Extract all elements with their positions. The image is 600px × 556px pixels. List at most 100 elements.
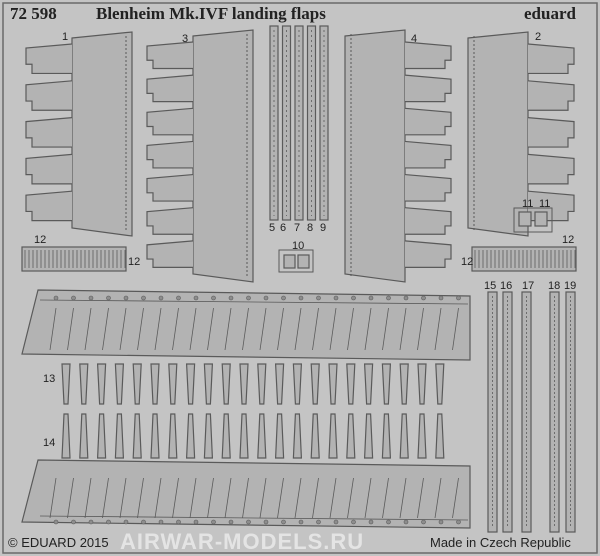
flap-part-14-hole [228,519,234,525]
flap-part-14-rib [172,477,179,519]
strip-part-8 [306,25,317,221]
flap-part-4-rib [404,41,452,70]
flap-part-14-rib [207,477,214,519]
flap-part-14-hole [351,519,356,525]
flap-part-13-rib [154,307,162,351]
flap-part-13-rib [347,307,354,351]
flap-part-4-rib [404,207,452,235]
set-number: 72 598 [10,4,57,23]
flap-part-14-rivet-line [39,515,469,521]
flap-part-3-rib [146,173,194,202]
flap-part-13-rib [434,307,442,351]
part-11-frame [513,207,553,233]
flap-part-13-tab [381,363,392,405]
flap-part-1 [25,31,133,237]
part-number-1: 1 [62,31,69,43]
strip-part-5 [269,25,279,221]
flap-part-13-hole [158,295,164,301]
flap-part-14-tab [221,413,231,459]
flap-part-14-rib [417,477,424,519]
flap-part-4-body [344,29,406,283]
hinge-part-12-left [21,246,127,272]
flap-part-14-hole [106,519,111,525]
flap-part-14-rib [154,477,162,519]
flap-part-13-hole [106,295,111,301]
flap-part-14-hole [246,519,251,525]
flap-part-14-tab [96,413,107,459]
flap-part-14-rib [294,477,302,519]
watermark: AIRWAR-MODELS.RU [120,529,365,554]
flap-part-13-rib [172,307,179,351]
flap-part-14-tab [61,413,71,459]
flap-part-13-hole [351,295,356,301]
flap-part-14-hole [158,519,164,525]
part-number-14: 14 [43,437,56,449]
flap-part-14-hole [403,519,409,525]
part-10-left [283,254,296,269]
flap-part-14-hole [123,519,129,525]
flap-part-3-body [192,29,254,283]
flap-part-13-tab [310,363,320,405]
flap-part-1-body [71,31,133,237]
part-number-7: 7 [294,222,301,234]
flap-part-14-tab [381,413,392,459]
flap-part-13-hole [88,295,94,301]
flap-part-13-rib [259,307,267,351]
flap-part-13-hole [193,295,199,301]
flap-part-13-hole [246,295,251,301]
flap-part-13-rib [84,307,92,351]
flap-part-14-tab [239,413,249,459]
flap-part-13-tab [79,363,89,405]
flap-part-13-tab [292,363,303,405]
part-10-frame [278,249,314,273]
part-number-4: 4 [411,33,418,45]
flap-part-13-hole [228,295,234,301]
flap-part-13-rib [224,307,232,351]
flap-part-14-rib [67,477,74,519]
part-number-11a: 11 [522,198,534,210]
flap-part-14-tab [328,413,338,459]
part-number-9: 9 [320,222,327,234]
flap-part-13-tab [417,363,427,405]
flap-part-13-tab [239,363,249,405]
flap-part-13-rib [119,307,127,351]
set-title: Blenheim Mk.IVF landing flaps [96,4,326,23]
flap-part-13-hole [316,295,321,301]
flap-part-14-rib [242,477,249,519]
flap-part-14-tab [399,413,409,459]
part-number-15: 15 [484,280,497,292]
part-number-2: 2 [535,31,542,43]
part-number-12d: 12 [461,256,474,268]
flap-part-14-hole [71,519,76,525]
flap-part-14-tab [168,413,178,459]
flap-part-13-rib [137,307,144,351]
flap-part-14-rib [364,477,372,519]
part-number-6: 6 [280,222,287,234]
flap-part-14-tab [417,413,427,459]
flap-part-13-tab [132,363,142,405]
flap-part-13-tab [257,363,267,405]
flap-part-14-tab [274,413,285,459]
flap-part-13-rib [67,307,74,351]
flap-part-14-hole [211,519,216,525]
flap-part-2 [467,31,575,237]
flap-part-14-hole [298,519,304,525]
flap-part-14-rib [259,477,267,519]
flap-part-4 [344,29,452,283]
flap-part-2-body [467,31,529,237]
flap-part-14-hole [88,519,94,525]
flap-part-2-rib [527,153,575,185]
flap-part-14-rib [434,477,442,519]
flap-part-13-hole [438,295,444,301]
part-number-17: 17 [522,280,535,292]
flap-part-13-hole [263,295,269,301]
flap-part-2-rib [527,117,575,148]
part-number-5: 5 [269,222,276,234]
strip-part-6 [281,25,292,221]
flap-part-14-tab [150,413,160,459]
flap-part-14-hole [53,519,59,525]
flap-part-13-hole [176,295,181,301]
flap-part-14-tab [363,413,374,459]
part-number-11b: 11 [539,198,551,210]
